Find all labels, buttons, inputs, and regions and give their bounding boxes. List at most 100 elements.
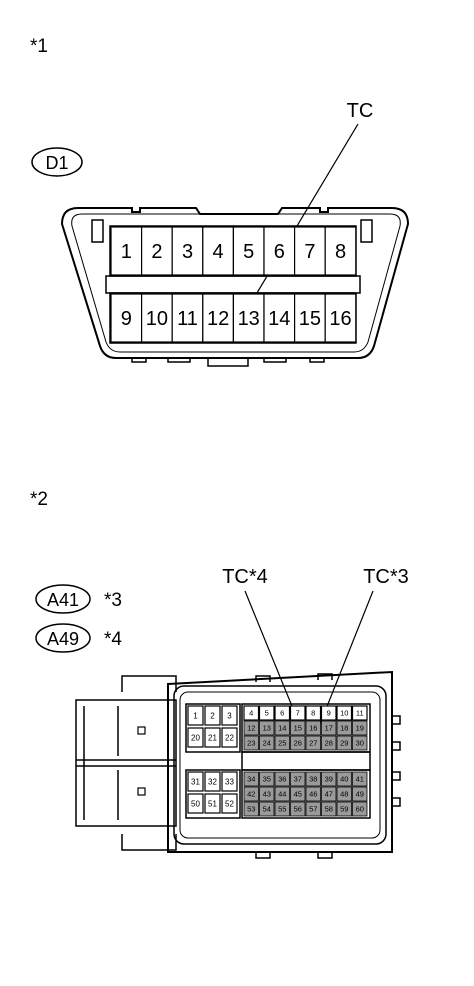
d1-pin-13-box — [232, 293, 265, 343]
ecu-pin-22: 22 — [225, 733, 234, 742]
ecu-pin-36-box — [274, 771, 290, 787]
ecu-pin-30: 30 — [356, 739, 364, 748]
ecu-pin-25-box — [274, 735, 290, 751]
ecu-pin-53-box — [243, 801, 259, 817]
ecu-pin-39: 39 — [325, 775, 333, 784]
connector-code-a41: A41 — [47, 590, 79, 610]
ecu-pin-48: 48 — [340, 790, 348, 799]
ecu-pin-52-box — [221, 793, 238, 814]
ecu-pin-34: 34 — [247, 775, 255, 784]
ecu-left-small-square-2 — [137, 787, 146, 796]
d1-pin-4-box — [202, 226, 235, 276]
ecu-pin-46-box — [305, 786, 321, 802]
d1-pin-14-box — [263, 293, 296, 343]
obd-bottom-ridges — [131, 358, 325, 363]
obd-connector-inner-outline — [71, 213, 401, 353]
ecu-pin-50: 50 — [191, 799, 200, 808]
ecu-pin-27-box — [305, 735, 321, 751]
ecu-pin-49-box — [352, 786, 368, 802]
ecu-pin-53: 53 — [247, 805, 255, 814]
d1-pin-11: 11 — [177, 308, 198, 330]
ecu-pin-11-box — [351, 705, 368, 721]
obd-key-right — [360, 219, 373, 243]
ecu-pin-35-box — [259, 771, 275, 787]
d1-pin-15: 15 — [299, 308, 321, 330]
figure1-marker: *1 — [30, 36, 48, 57]
ecu-pin-8: 8 — [311, 709, 315, 718]
d1-pin-2: 2 — [151, 241, 162, 263]
ecu-pin-14-box — [274, 720, 290, 736]
ecu-pin-4: 4 — [249, 709, 253, 718]
ecu-pin-31-box — [187, 771, 204, 792]
ecu-pin-21: 21 — [208, 733, 217, 742]
ecu-pin-28: 28 — [325, 739, 333, 748]
d1-pin-3-box — [171, 226, 204, 276]
d1-pin-1-box — [110, 226, 143, 276]
callout-tc-3: TC*3 — [363, 566, 409, 588]
ecu-pin-15-box — [290, 720, 306, 736]
obd-key-left — [91, 219, 104, 243]
ecu-pin-60: 60 — [356, 805, 364, 814]
figure2-marker: *2 — [30, 489, 48, 510]
ecu-pin-44: 44 — [278, 790, 286, 799]
d1-pin-12-box — [202, 293, 235, 343]
ecu-left-top-block — [185, 703, 241, 753]
ecu-pin-19: 19 — [356, 724, 364, 733]
callout-tc-leader — [241, 123, 359, 319]
ecu-pin-3-box — [221, 705, 238, 726]
ecu-pin-42: 42 — [247, 790, 255, 799]
ecu-pin-15: 15 — [294, 724, 302, 733]
ecu-pin-40-box — [336, 771, 352, 787]
ecu-pin-33-box — [221, 771, 238, 792]
ecu-pin-40: 40 — [340, 775, 348, 784]
d1-pin-9: 9 — [121, 308, 132, 330]
ecu-pin-47-box — [321, 786, 337, 802]
connector-code-oval-a49 — [35, 623, 91, 653]
d1-pin-8: 8 — [335, 241, 346, 263]
ecu-pin-49: 49 — [356, 790, 364, 799]
d1-pin-12: 12 — [207, 308, 229, 330]
d1-pin-11-box — [171, 293, 204, 343]
ecu-pin-13: 13 — [263, 724, 271, 733]
d1-pin-2-box — [141, 226, 173, 276]
ecu-pin-12: 12 — [247, 724, 255, 733]
ecu-pin-17: 17 — [325, 724, 333, 733]
ecu-pin-19-box — [352, 720, 368, 736]
ecu-pin-3: 3 — [227, 711, 232, 720]
connector-code-oval-d1 — [31, 147, 83, 177]
ecu-pin-12-box — [243, 720, 259, 736]
ecu-pin-54: 54 — [263, 805, 271, 814]
d1-pin-5: 5 — [243, 241, 254, 263]
ecu-pin-23: 23 — [247, 739, 255, 748]
ecu-pin-55: 55 — [278, 805, 286, 814]
ecu-pin-8-box — [305, 705, 322, 721]
ecu-pin-57: 57 — [309, 805, 317, 814]
callout-tc-4: TC*4 — [222, 566, 268, 588]
ecu-pin-29: 29 — [340, 739, 348, 748]
ecu-pin-43: 43 — [263, 790, 271, 799]
ecu-pin-34-box — [243, 771, 259, 787]
d1-pin-10: 10 — [146, 308, 168, 330]
ecu-pin-51: 51 — [208, 799, 217, 808]
ecu-pin-38: 38 — [309, 775, 317, 784]
d1-pin-3: 3 — [182, 241, 193, 263]
d1-pin-6: 6 — [274, 241, 285, 263]
ecu-pin-24-box — [259, 735, 275, 751]
d1-pin-16-box — [324, 293, 357, 343]
connector-note-a41: *3 — [104, 590, 122, 611]
ecu-pin-27: 27 — [309, 739, 317, 748]
ecu-pin-26-box — [290, 735, 306, 751]
d1-pin-10-box — [141, 293, 173, 343]
ecu-pin-25: 25 — [278, 739, 286, 748]
ecu-pin-32-box — [204, 771, 221, 792]
ecu-pin-11: 11 — [356, 709, 364, 718]
ecu-pin-37: 37 — [294, 775, 302, 784]
ecu-pin-7: 7 — [296, 709, 300, 718]
ecu-pin-56-box — [290, 801, 306, 817]
ecu-pin-10-box — [336, 705, 353, 721]
ecu-pin-57-box — [305, 801, 321, 817]
ecu-pin-6-box — [274, 705, 291, 721]
ecu-pin-35: 35 — [263, 775, 271, 784]
d1-pin-7-box — [294, 226, 326, 276]
